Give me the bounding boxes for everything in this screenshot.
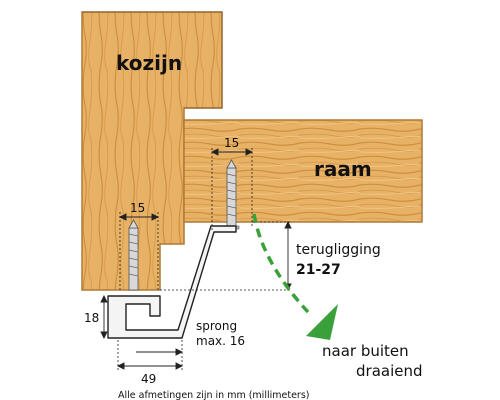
hinge-profile — [107, 225, 237, 339]
sash-wood — [183, 119, 423, 223]
opening-direction-arrow — [252, 213, 338, 340]
direction-line2: draaiend — [356, 362, 423, 380]
frame-wood — [81, 11, 223, 291]
frame-screw-spacing: 15 — [130, 201, 145, 215]
sash-screw-spacing: 15 — [224, 136, 239, 150]
total-width: 49 — [141, 372, 156, 386]
frame-screw — [128, 219, 139, 291]
overlap-max: max. 16 — [196, 334, 245, 348]
footnote: Alle afmetingen zijn in mm (millimeters) — [118, 390, 309, 400]
profile-height: 18 — [84, 311, 99, 325]
frame-label: kozijn — [116, 51, 182, 75]
setback-range: 21-27 — [296, 262, 341, 278]
setback-title: terugligging — [296, 242, 381, 258]
reference-lines — [117, 148, 292, 370]
direction-line1: naar buiten — [322, 342, 409, 360]
overlap-title: sprong — [196, 319, 237, 333]
sash-label: raam — [314, 157, 372, 181]
